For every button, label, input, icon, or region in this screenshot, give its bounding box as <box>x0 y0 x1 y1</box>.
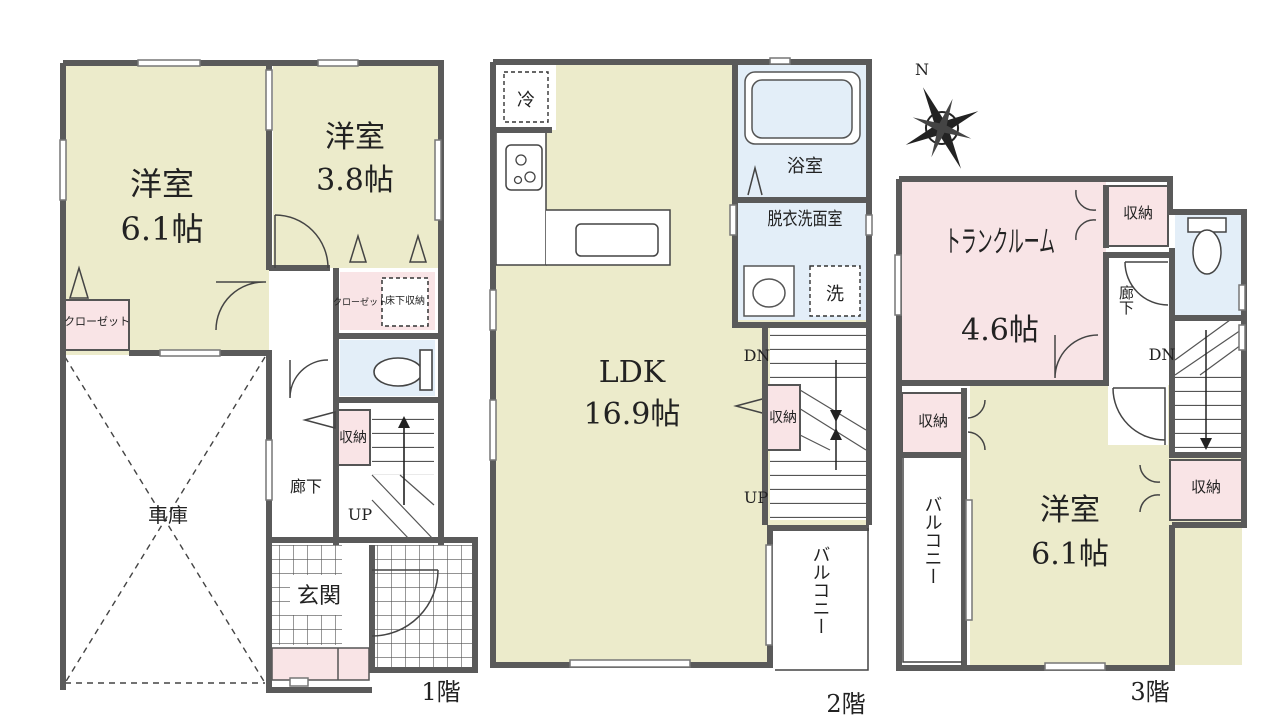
walls-2f <box>490 59 872 668</box>
garage-label: 車庫 <box>148 503 188 527</box>
storage-2f-label: 収納 <box>769 410 797 426</box>
toilet-icon <box>373 357 423 387</box>
storage-3f-3 <box>1169 459 1243 521</box>
stairs-down-label-2f: DN <box>744 346 771 365</box>
storage-3f-2-label: 収納 <box>918 412 948 430</box>
trunk-room-fill <box>902 182 1106 382</box>
room-east-size: 3.8帖 <box>316 163 394 198</box>
fridge-box <box>503 71 549 123</box>
washroom-label: 脱衣洗面室 <box>768 209 843 230</box>
balcony-2f-label: バルコニー <box>810 545 831 635</box>
trunk-room-name: トランクルーム <box>945 225 1055 260</box>
storage-2f <box>765 384 801 451</box>
garage-dashed-lines <box>64 356 266 684</box>
ldk-name: LDK <box>599 355 666 390</box>
storage-3f-3-label: 収納 <box>1191 478 1221 496</box>
bathtub-icon <box>751 79 853 139</box>
closet-east-label: クローゼット <box>333 296 387 308</box>
north-label: N <box>915 60 929 79</box>
floor-1: 洋室 6.1帖 洋室 3.8帖 クローゼット クローゼット 床下収納 収納 廊下… <box>59 59 478 706</box>
bath-label: 浴室 <box>787 156 823 177</box>
ldk-size: 16.9帖 <box>584 397 681 432</box>
bedroom-3f-name: 洋室 <box>1040 493 1100 528</box>
bedroom-3f-size: 6.1帖 <box>1031 537 1109 572</box>
shoe-storage <box>271 647 370 681</box>
storage-3f-1 <box>1107 185 1169 247</box>
floor-storage-box <box>381 277 429 327</box>
toilet-icon-3f <box>1192 229 1222 275</box>
stairs-down-label-3f: DN <box>1149 345 1176 364</box>
floor-3: N トランクルーム 4.6帖 収納 収納 収納 廊下 DN バルコニー 洋室 6… <box>894 60 1247 706</box>
storage-1f-label: 収納 <box>339 430 367 446</box>
closet-west <box>64 299 130 351</box>
washer-label: 洗 <box>826 284 844 305</box>
stairs-up-label-2f: UP <box>744 488 768 507</box>
room-east-fill <box>273 65 438 268</box>
room-east-name: 洋室 <box>325 120 385 155</box>
closet-west-label: クローゼット <box>64 315 130 328</box>
balcony-3f <box>905 462 965 662</box>
storage-1f <box>335 409 371 466</box>
washer-box <box>809 265 861 317</box>
entrance-label: 玄関 <box>297 584 341 609</box>
entrance-tile <box>372 545 472 670</box>
floor-2: 冷 浴室 脱衣洗面室 洗 LDK 16.9帖 収納 DN UP バルコニー 2階 <box>489 57 873 718</box>
fridge-label: 冷 <box>517 90 535 111</box>
washbasin-icon <box>752 278 786 308</box>
compass-icon <box>905 87 979 169</box>
door-arc <box>274 214 329 269</box>
room-west-name: 洋室 <box>130 165 194 203</box>
storage-3f-1-label: 収納 <box>1123 204 1153 222</box>
trunk-door-arc <box>1054 334 1099 379</box>
trunk-room-size: 4.6帖 <box>961 313 1039 348</box>
floor-1-label: 1階 <box>421 678 460 706</box>
stove-icon <box>505 144 543 191</box>
hallway-3f-label: 廊下 <box>1117 285 1135 315</box>
floor-3-label: 3階 <box>1130 678 1169 706</box>
balcony-2f <box>773 528 866 668</box>
stairs-up-label-1f: UP <box>348 505 372 524</box>
floor-2-label: 2階 <box>826 690 865 718</box>
room-west-size: 6.1帖 <box>121 210 204 248</box>
floor-storage-label: 床下収納 <box>385 294 425 307</box>
hallway-1f-label: 廊下 <box>290 477 322 496</box>
walls-3f <box>896 176 1247 671</box>
balcony-3f-label: バルコニー <box>922 495 943 585</box>
sink-icon <box>575 223 659 257</box>
